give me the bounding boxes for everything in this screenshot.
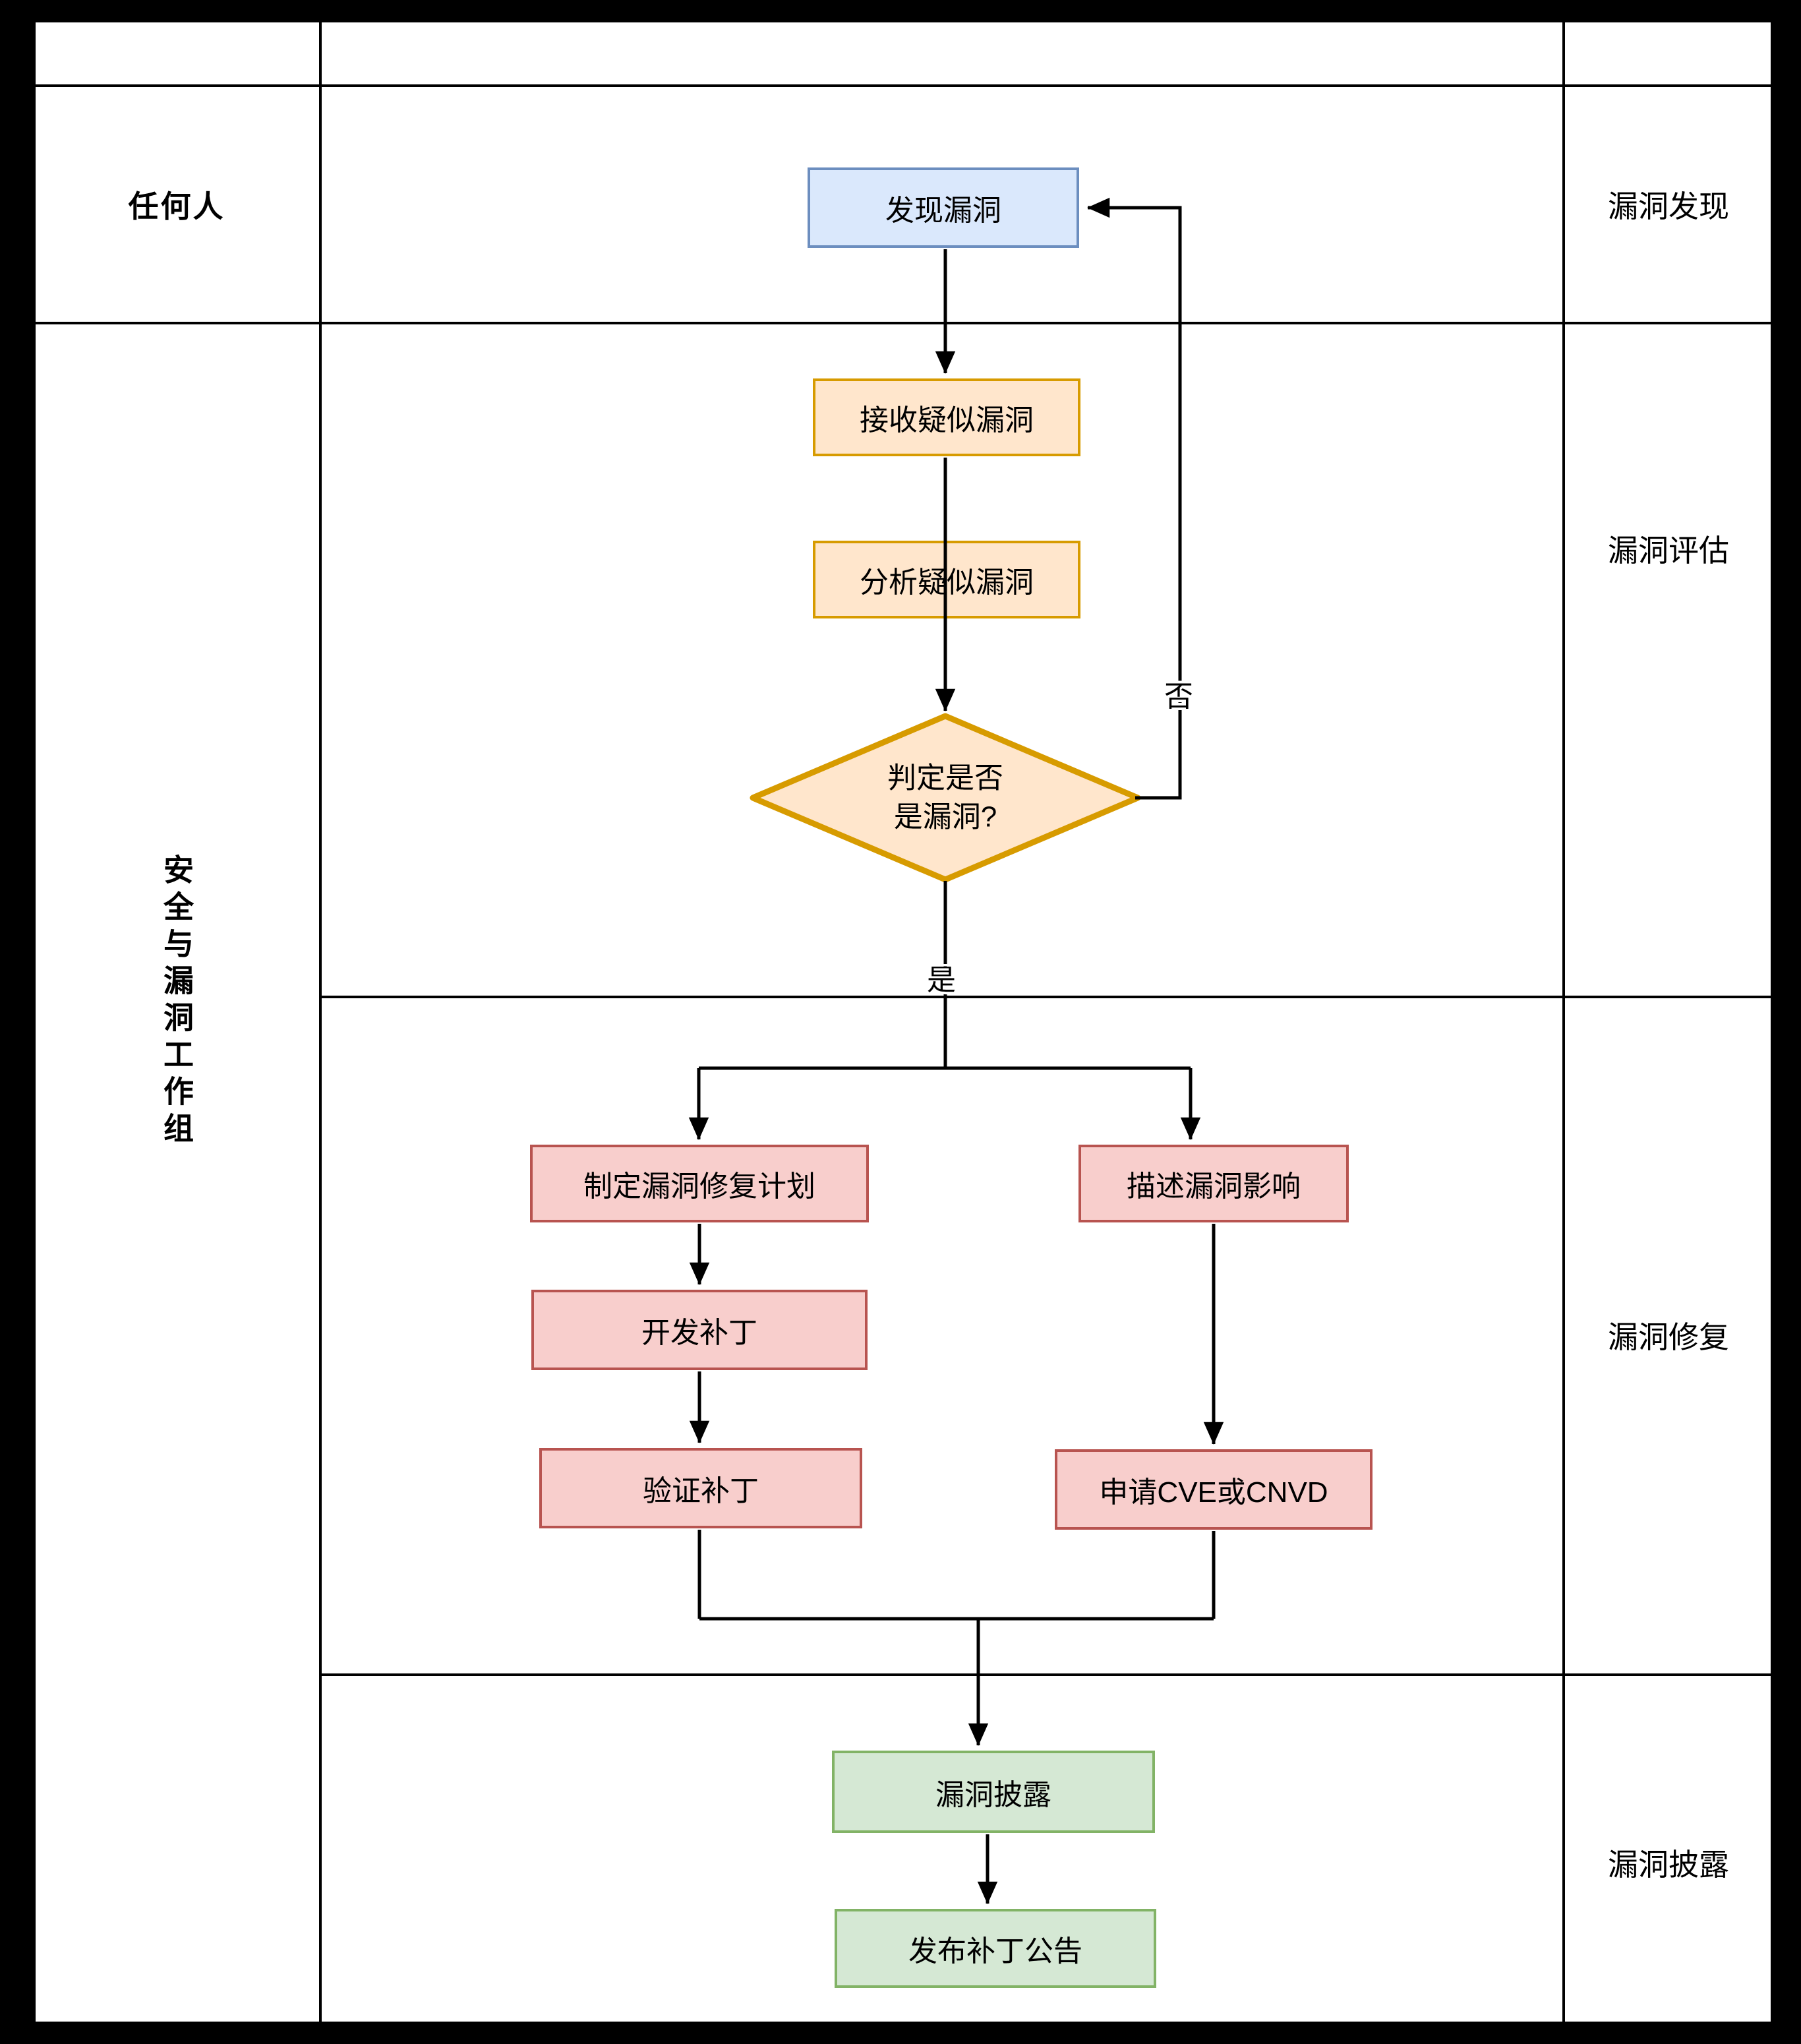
phase-label-disclosure: 漏洞披露 bbox=[1608, 1848, 1729, 1882]
node-vulnerability-disclosure: 漏洞披露 bbox=[832, 1751, 1155, 1833]
node-judge-decision: 判定是否 是漏洞? bbox=[748, 711, 1143, 885]
phase-label-discovery: 漏洞发现 bbox=[1608, 189, 1729, 224]
lane-label-security-workgroup: 安全与漏洞工作组 bbox=[160, 854, 194, 1149]
node-analyze-suspected: 分析疑似漏洞 bbox=[813, 541, 1080, 618]
edge-label-yes: 是 bbox=[927, 964, 956, 996]
phase-label-assessment: 漏洞评估 bbox=[1608, 533, 1729, 568]
lane-divider-vertical-right bbox=[1562, 20, 1565, 2024]
edge-label-no: 否 bbox=[1164, 680, 1193, 713]
node-make-fix-plan: 制定漏洞修复计划 bbox=[530, 1145, 869, 1222]
node-describe-impact: 描述漏洞影响 bbox=[1078, 1145, 1349, 1222]
decision-label: 判定是否 是漏洞? bbox=[887, 762, 1003, 833]
node-receive-suspected: 接收疑似漏洞 bbox=[813, 378, 1080, 456]
decision-diamond-shape bbox=[750, 713, 1141, 883]
node-verify-patch: 验证补丁 bbox=[539, 1448, 862, 1528]
phase-divider-fix-disclose bbox=[319, 1673, 1773, 1676]
diagram-canvas bbox=[33, 20, 1773, 2024]
lane-divider-vertical-left bbox=[319, 20, 322, 2024]
node-discover-vulnerability: 发现漏洞 bbox=[808, 167, 1079, 248]
phase-label-fix: 漏洞修复 bbox=[1608, 1320, 1729, 1354]
header-row-divider bbox=[33, 84, 1773, 87]
node-apply-cve-cnvd: 申请CVE或CNVD bbox=[1055, 1449, 1373, 1530]
lane-label-anyone: 任何人 bbox=[128, 189, 225, 224]
lane-divider-anyone-workgroup bbox=[33, 322, 1773, 324]
phase-divider-assess-fix bbox=[319, 996, 1773, 998]
node-publish-patch-announcement: 发布补丁公告 bbox=[835, 1909, 1156, 1988]
node-develop-patch: 开发补丁 bbox=[531, 1290, 868, 1370]
